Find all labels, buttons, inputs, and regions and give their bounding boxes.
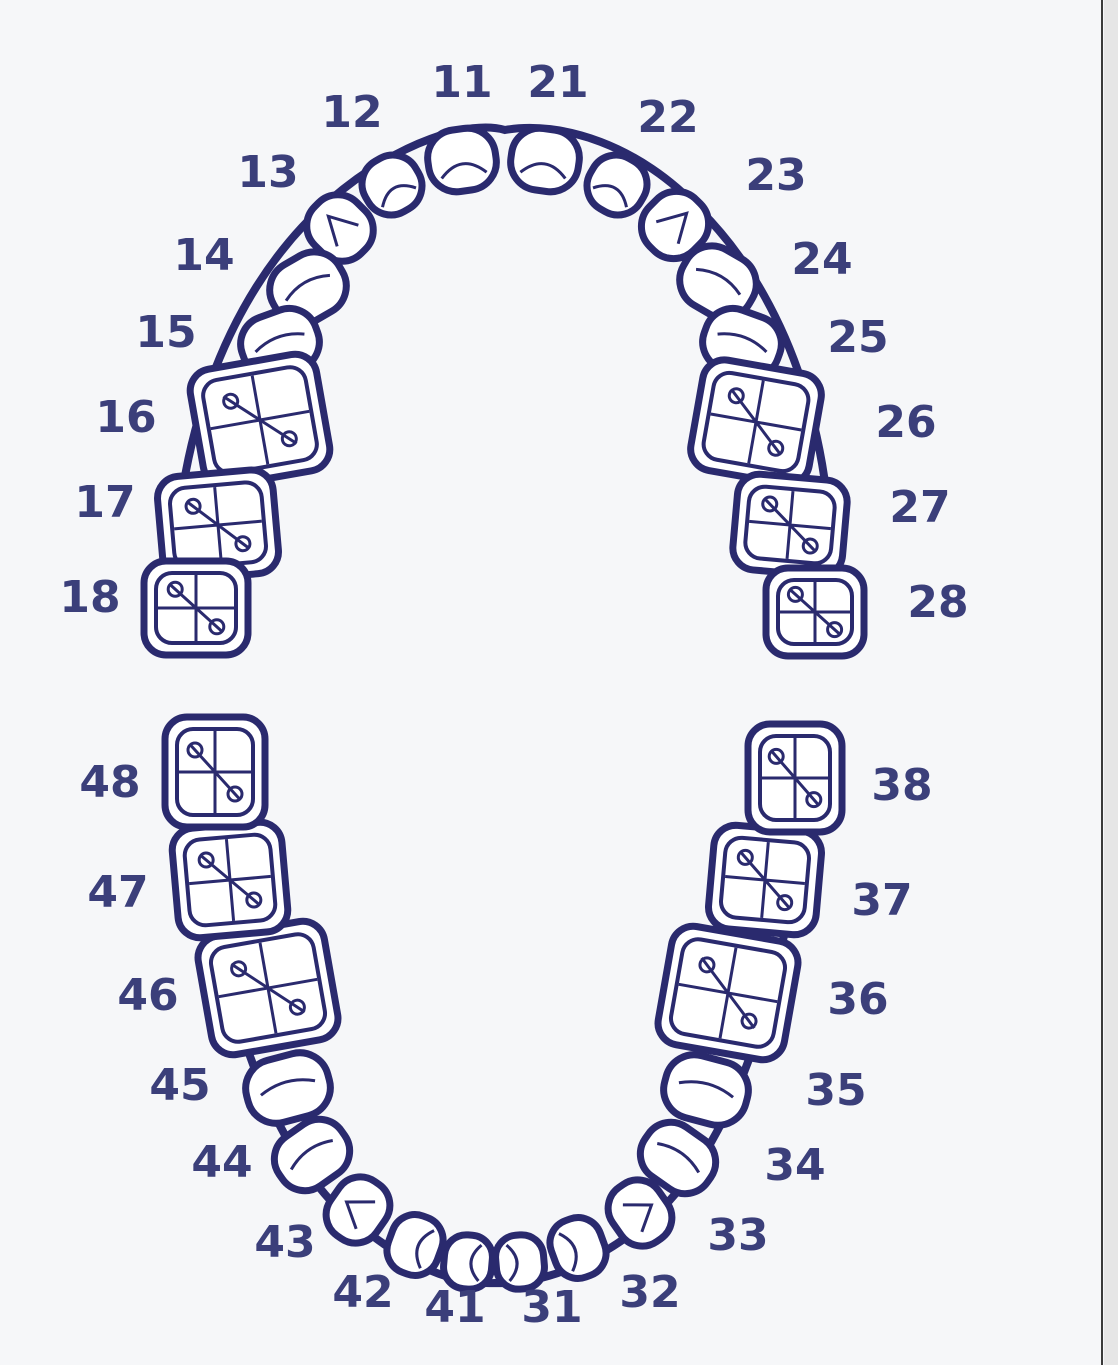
tooth-label-23: 23	[745, 150, 806, 201]
tooth-label-41: 41	[424, 1282, 485, 1333]
tooth-label-26: 26	[875, 397, 936, 448]
tooth-label-12: 12	[321, 87, 382, 138]
tooth-label-48: 48	[79, 757, 140, 808]
tooth-label-15: 15	[135, 307, 196, 358]
tooth-label-45: 45	[149, 1060, 210, 1111]
tooth-label-34: 34	[764, 1140, 825, 1191]
tooth-label-28: 28	[907, 577, 968, 628]
tooth-label-27: 27	[889, 482, 950, 533]
tooth-18	[144, 561, 248, 655]
tooth-21-outline	[507, 125, 583, 196]
tooth-label-35: 35	[805, 1065, 866, 1116]
tooth-label-47: 47	[87, 867, 148, 918]
tooth-label-13: 13	[237, 147, 298, 198]
tooth-label-33: 33	[707, 1210, 768, 1261]
tooth-28	[766, 568, 864, 656]
tooth-label-21: 21	[527, 57, 588, 108]
frame-edge	[1104, 0, 1118, 1365]
tooth-label-18: 18	[59, 572, 120, 623]
tooth-label-22: 22	[637, 92, 698, 143]
tooth-48	[165, 717, 265, 827]
tooth-37	[707, 823, 824, 936]
tooth-47	[170, 820, 289, 939]
tooth-11-outline	[424, 125, 500, 196]
tooth-26	[687, 356, 825, 487]
tooth-label-46: 46	[117, 970, 178, 1021]
tooth-label-36: 36	[827, 974, 888, 1025]
tooth-label-16: 16	[95, 392, 156, 443]
tooth-label-24: 24	[791, 234, 852, 285]
tooth-label-42: 42	[332, 1267, 393, 1318]
tooth-label-44: 44	[191, 1137, 252, 1188]
tooth-27	[731, 472, 849, 577]
tooth-38	[748, 724, 842, 832]
tooth-11	[424, 125, 500, 196]
tooth-label-17: 17	[74, 477, 135, 528]
tooth-36	[655, 923, 802, 1063]
tooth-label-43: 43	[254, 1217, 315, 1268]
tooth-label-31: 31	[521, 1282, 582, 1333]
tooth-label-37: 37	[851, 875, 912, 926]
tooth-label-11: 11	[431, 57, 492, 108]
tooth-label-38: 38	[871, 760, 932, 811]
tooth-label-32: 32	[619, 1267, 680, 1318]
tooth-label-14: 14	[173, 230, 234, 281]
tooth-21	[507, 125, 583, 196]
tooth-label-25: 25	[827, 312, 888, 363]
